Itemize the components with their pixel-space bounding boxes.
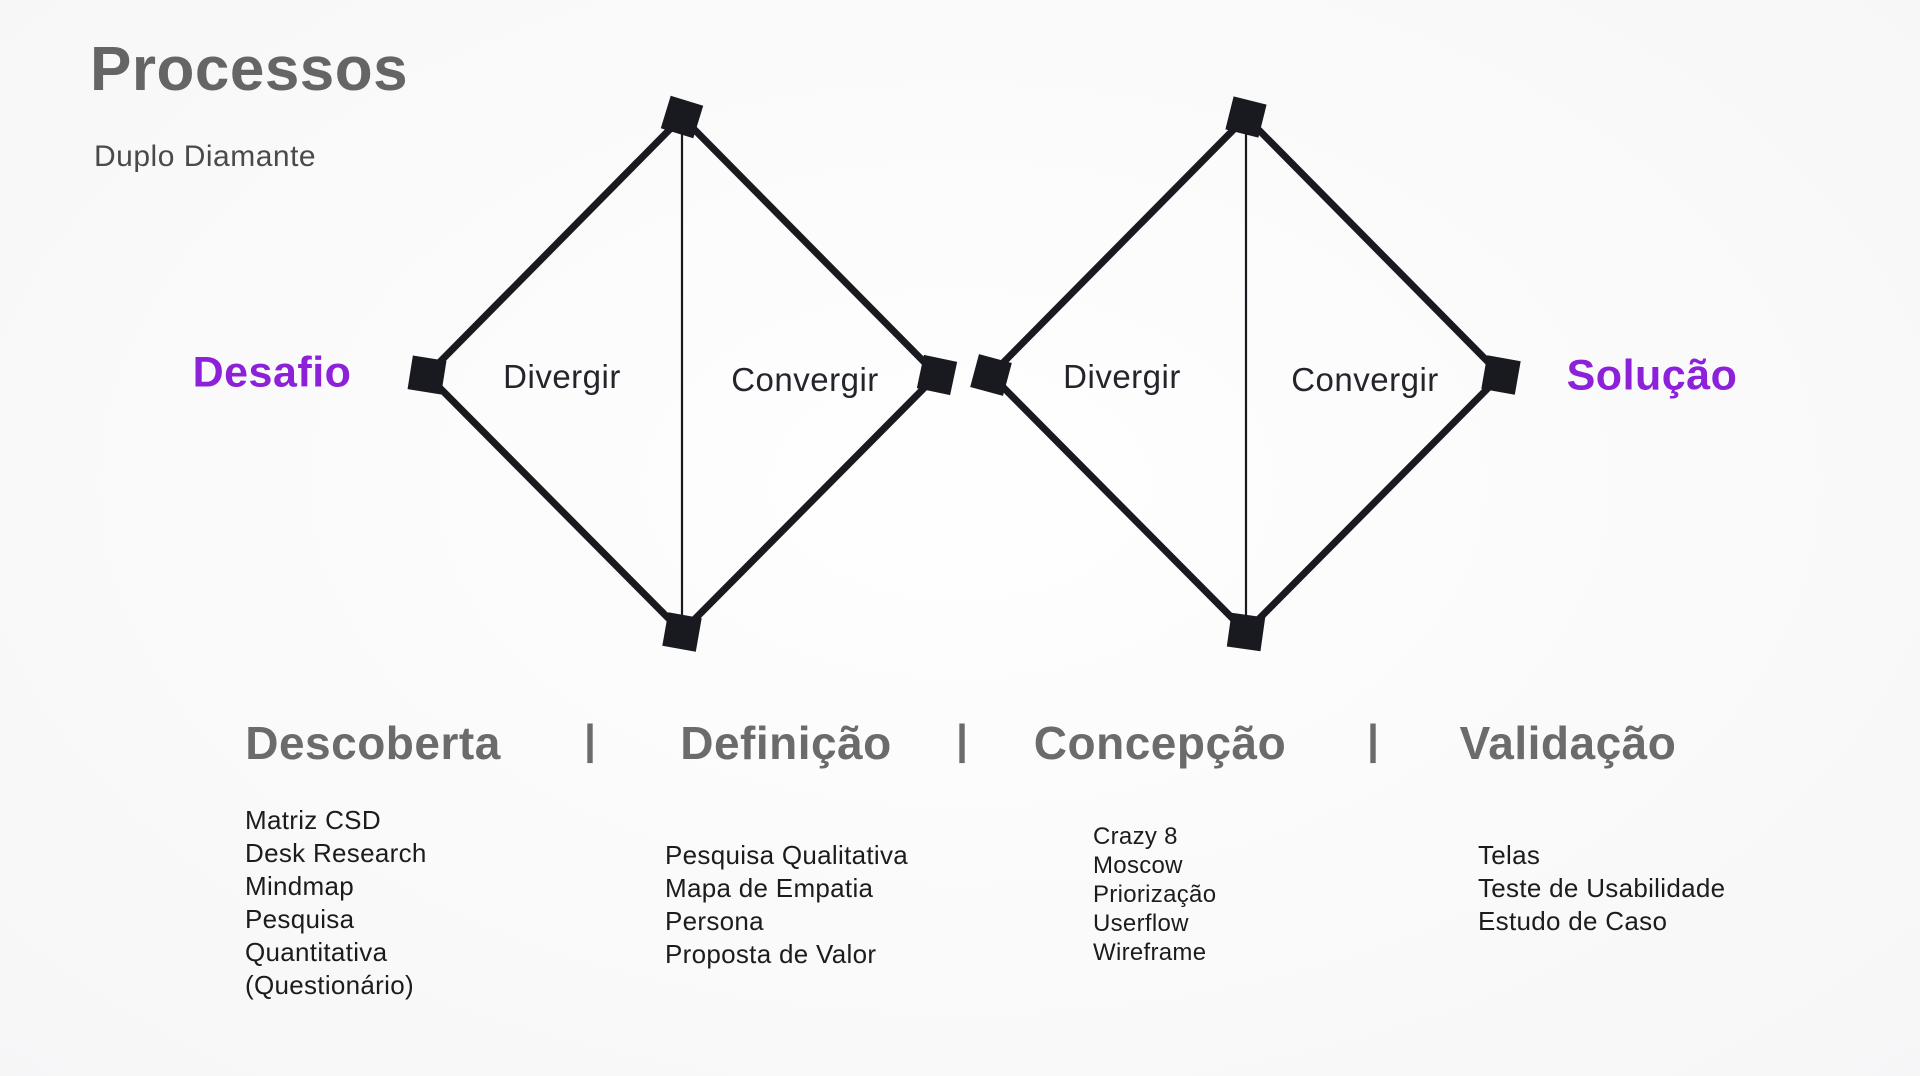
list-item: Persona [665, 906, 764, 936]
phase-list-validacao: Telas Teste de Usabilidade Estudo de Cas… [1478, 839, 1725, 938]
list-item: (Questionário) [245, 970, 414, 1000]
diamond-1-diverge-label: Divergir [503, 358, 621, 395]
diamond-1-converge-label: Convergir [731, 361, 879, 398]
diamond-2-top-node [1225, 96, 1267, 138]
list-item: Proposta de Valor [665, 939, 877, 969]
diamond-1-left-node [407, 355, 447, 395]
list-item: Estudo de Caso [1478, 906, 1668, 936]
diamond-1-bottom-node [662, 612, 702, 652]
list-item: Mapa de Empatia [665, 873, 874, 903]
page-subtitle: Duplo Diamante [94, 140, 317, 173]
phase-separator: | [584, 716, 596, 763]
list-item: Teste de Usabilidade [1478, 873, 1726, 903]
diamond-1-top-node [660, 95, 704, 139]
diamond-2-converge-label: Convergir [1291, 361, 1439, 398]
list-item: Pesquisa [245, 904, 355, 934]
diamond-2-bottom-node [1226, 612, 1266, 652]
phase-list-concepcao: Crazy 8 Moscow Priorização Userflow Wire… [1093, 822, 1216, 967]
list-item: Desk Research [245, 838, 427, 868]
list-item: Matriz CSD [245, 805, 381, 835]
list-item: Wireframe [1093, 939, 1207, 966]
solution-label: Solução [1566, 351, 1738, 400]
list-item: Userflow [1093, 910, 1189, 937]
challenge-label: Desafio [192, 348, 352, 397]
diamond-2 [970, 96, 1521, 652]
list-item: Mindmap [245, 871, 355, 901]
phase-separator: | [1367, 716, 1379, 763]
phase-name-definicao: Definição [680, 717, 892, 769]
diamond-2-right-node [1481, 355, 1521, 395]
diamond-1-right-node [916, 354, 958, 396]
page-title: Processos [90, 35, 409, 104]
list-item: Pesquisa Qualitativa [665, 840, 909, 870]
diamond-2-left-node [970, 354, 1012, 396]
phase-name-concepcao: Concepção [1033, 717, 1287, 769]
list-item: Crazy 8 [1093, 823, 1178, 850]
phase-list-descoberta: Matriz CSD Desk Research Mindmap Pesquis… [245, 804, 427, 1002]
list-item: Moscow [1093, 852, 1183, 879]
list-item: Telas [1478, 840, 1541, 870]
phase-separator: | [956, 716, 968, 763]
diamond-1 [407, 95, 958, 652]
phase-name-validacao: Validação [1459, 717, 1677, 769]
list-item: Priorização [1093, 881, 1217, 908]
diamond-2-diverge-label: Divergir [1063, 358, 1181, 395]
phase-name-descoberta: Descoberta [245, 717, 501, 769]
phase-list-definicao: Pesquisa Qualitativa Mapa de Empatia Per… [665, 839, 908, 971]
list-item: Quantitativa [245, 937, 388, 967]
